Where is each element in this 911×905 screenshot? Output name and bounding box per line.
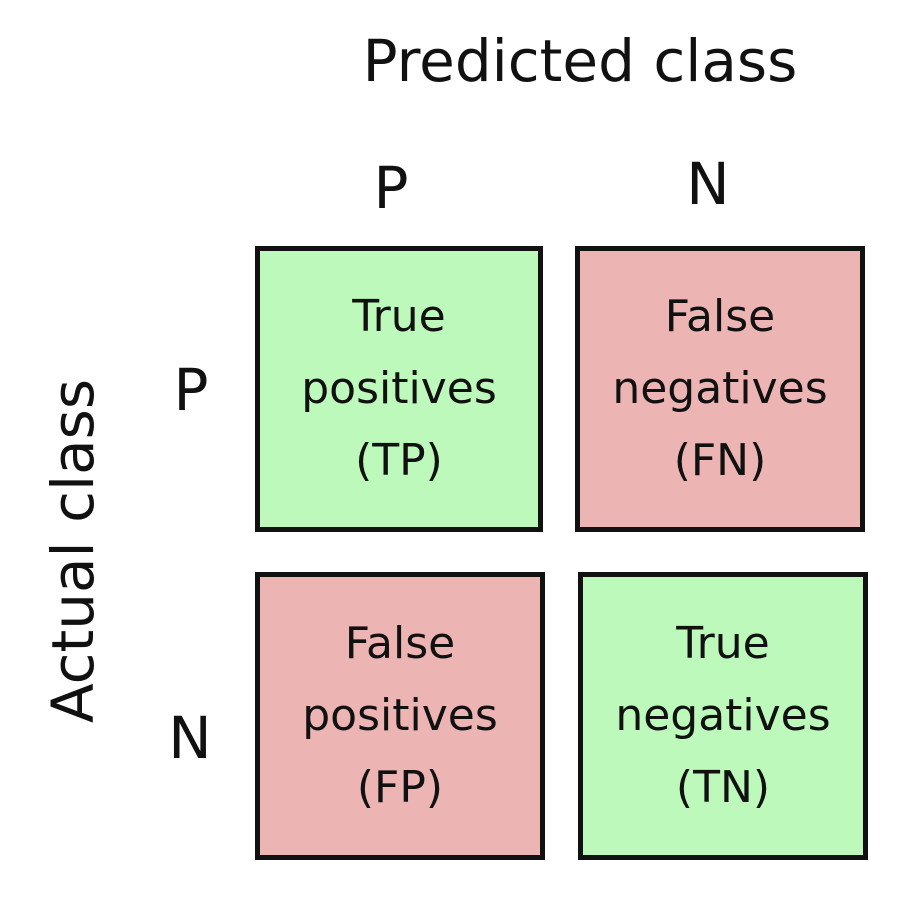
cell-true-negatives: True negatives (TN) [578, 572, 868, 860]
cell-line: positives [302, 690, 498, 741]
cell-line: False [664, 291, 776, 342]
cell-line: (TN) [675, 762, 771, 813]
cell-false-positives-text: False positives (FP) [302, 608, 498, 824]
cell-true-positives: True positives (TP) [255, 246, 543, 532]
cell-line: (FN) [673, 435, 767, 486]
column-header-n: N [686, 150, 730, 218]
cell-false-negatives-text: False negatives (FN) [612, 281, 827, 497]
actual-class-label: Actual class [39, 378, 107, 724]
cell-true-positives-text: True positives (TP) [301, 281, 497, 497]
cell-line: (TP) [355, 435, 443, 486]
cell-line: negatives [612, 363, 828, 414]
cell-line: positives [301, 363, 497, 414]
cell-line: True [352, 291, 446, 342]
cell-false-positives: False positives (FP) [255, 572, 545, 860]
row-header-n: N [168, 704, 212, 772]
cell-line: (FP) [356, 762, 444, 813]
cell-true-negatives-text: True negatives (TN) [615, 608, 830, 824]
predicted-class-title: Predicted class [362, 27, 798, 95]
cell-line: negatives [615, 690, 831, 741]
column-header-p: P [373, 154, 409, 222]
cell-line: True [676, 618, 770, 669]
cell-false-negatives: False negatives (FN) [575, 246, 865, 532]
cell-line: False [344, 618, 456, 669]
row-header-p: P [173, 356, 209, 424]
